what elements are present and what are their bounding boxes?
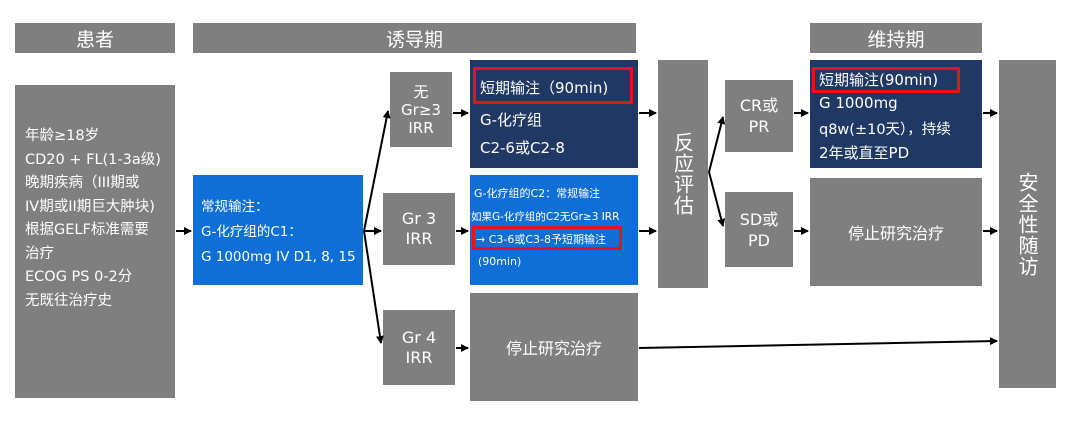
cr-pr-box: CR或 PR xyxy=(725,80,793,152)
arrow-routine-to-none xyxy=(363,110,391,232)
irr-gr3-box: Gr 3 IRR xyxy=(383,193,455,265)
gr3-line: → C3-6或C3-8予短期输注 xyxy=(476,233,607,246)
arrow-stopinduction-to-safety xyxy=(638,337,998,349)
sd-pd-box: SD或 PD xyxy=(725,192,793,267)
gr3-line: 如果G-化疗组的C2无Gr≥3 IRR xyxy=(471,211,620,223)
cr-pr-line: CR或 xyxy=(739,96,779,115)
cr-pr-line: PR xyxy=(748,117,770,136)
routine-infusion-box: 常规输注： G-化疗组的C1： G 1000mg IV D1, 8, 15 xyxy=(193,175,363,285)
routine-line: G-化疗组的C1： xyxy=(201,224,302,240)
criteria-line: ECOG PS 0-2分 xyxy=(25,269,133,285)
short-infusion-title: 短期输注（90min) xyxy=(480,79,609,97)
short-infusion-box: 短期输注（90min) G-化疗组 C2-6或C2-8 xyxy=(470,60,638,168)
routine-line: G 1000mg IV D1, 8, 15 xyxy=(201,249,356,265)
irr-gr4-line: Gr 4 xyxy=(401,327,437,347)
criteria-line: IV期或II期巨大肿块) xyxy=(25,198,155,215)
short-infusion-line: C2-6或C2-8 xyxy=(480,139,565,157)
safety-followup-box: 安全性随访 xyxy=(999,60,1056,388)
header-maintenance: 维持期 xyxy=(810,23,982,53)
gr3-infusion-box: G-化疗组的C2：常规输注 如果G-化疗组的C2无Gr≥3 IRR → C3-6… xyxy=(470,175,638,285)
irr-gr4-box: Gr 4 IRR xyxy=(383,310,455,385)
irr-none-line: IRR xyxy=(408,118,434,137)
irr-gr4-line: IRR xyxy=(405,347,433,367)
irr-none-line: 无 xyxy=(413,82,429,101)
irr-gr3-line: IRR xyxy=(405,229,433,248)
highlight-short-infusion xyxy=(473,67,633,104)
irr-gr3-line: Gr 3 xyxy=(401,209,437,228)
maintenance-infusion-box: 短期输注(90min) G 1000mg q8w(±10天），持续 2年或直至P… xyxy=(810,60,982,168)
criteria-line: 年龄≥18岁 xyxy=(25,128,100,144)
criteria-line: 治疗 xyxy=(25,245,54,262)
maintenance-line: q8w(±10天），持续 xyxy=(819,122,951,138)
irr-none-line: Gr≥3 xyxy=(401,100,441,119)
gr3-line: (90min) xyxy=(478,255,522,268)
highlight-gr3-short xyxy=(472,226,622,250)
safety-followup-label: 安全性随访 xyxy=(1015,171,1039,277)
short-infusion-line: G-化疗组 xyxy=(480,111,543,129)
arrow-routine-to-gr4 xyxy=(363,230,384,344)
response-assessment-box: 反应评估 xyxy=(658,60,708,288)
stop-treatment-induction-box: 停止研究治疗 xyxy=(470,293,638,401)
criteria-line: 晚期疾病（III期或 xyxy=(25,175,140,191)
irr-none-box: 无 Gr≥3 IRR xyxy=(390,72,452,147)
maintenance-title: 短期输注(90min) xyxy=(819,71,939,89)
arrow-response-to-crpr xyxy=(708,116,726,173)
sd-pd-line: SD或 xyxy=(739,209,779,229)
routine-line: 常规输注： xyxy=(201,199,269,215)
response-assessment-label: 反应评估 xyxy=(670,132,695,216)
criteria-line: 根据GELF标准需要 xyxy=(25,222,149,238)
maintenance-line: 2年或直至PD xyxy=(819,144,910,162)
gr3-line: G-化疗组的C2：常规输注 xyxy=(474,187,601,200)
arrow-response-to-sdpd xyxy=(708,171,726,227)
sd-pd-line: PD xyxy=(748,230,770,250)
highlight-maintenance-short xyxy=(812,67,960,93)
maintenance-line: G 1000mg xyxy=(819,94,898,112)
criteria-line: CD20 + FL(1-3a级) xyxy=(25,151,161,168)
header-patient: 患者 xyxy=(15,23,175,53)
stop-treatment-maintenance-box: 停止研究治疗 xyxy=(810,178,982,286)
header-induction: 诱导期 xyxy=(193,23,636,53)
criteria-line: 无既往治疗史 xyxy=(25,292,112,309)
patient-criteria-box: 年龄≥18岁 CD20 + FL(1-3a级) 晚期疾病（III期或 IV期或I… xyxy=(15,85,175,398)
